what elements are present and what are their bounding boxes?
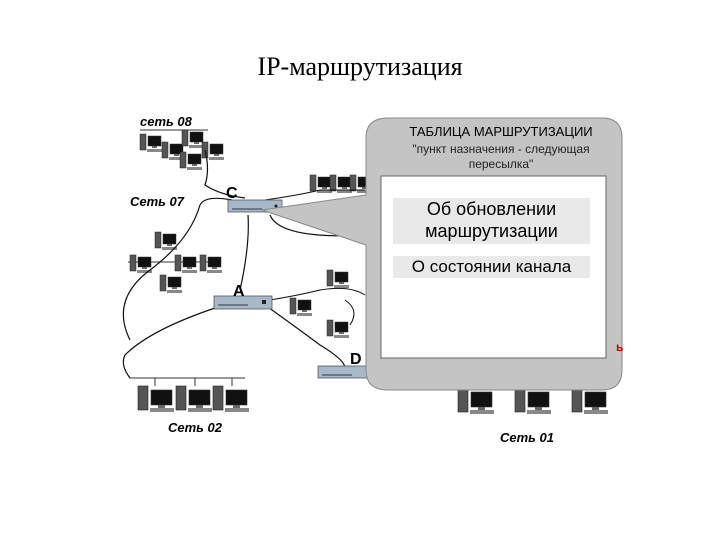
router-d	[317, 365, 373, 379]
partial-label: ь	[616, 340, 624, 354]
routing-table-title: ТАБЛИЦА МАРШРУТИЗАЦИИ	[409, 124, 593, 139]
routing-table-subtitle-line1: "пункт назначения - следующая	[412, 142, 590, 156]
routing-table-subtitle-line2: пересылка"	[468, 157, 534, 171]
network-07-segment	[122, 197, 233, 341]
router-a-label: A	[233, 283, 245, 300]
net-01-label: Сеть 01	[500, 430, 554, 445]
router-a	[213, 295, 273, 310]
routing-update-line2: маршрутизации	[425, 221, 558, 241]
net-07-label: Сеть 07	[130, 194, 185, 209]
page-title: IP-маршрутизация	[257, 52, 463, 81]
middle-cluster	[264, 174, 373, 339]
routing-update-box: Об обновлении маршрутизации	[393, 198, 590, 244]
net-08-label: сеть 08	[140, 114, 193, 129]
link-state-box: О состоянии канала	[393, 256, 590, 278]
routing-table-subtitle: "пункт назначения - следующая пересылка"	[390, 142, 612, 172]
net-02-label: Сеть 02	[168, 420, 223, 435]
router-c-label: C	[226, 185, 238, 202]
routing-update-line1: Об обновлении	[426, 199, 557, 219]
network-02-segment	[122, 307, 250, 413]
network-08-segment	[139, 129, 246, 199]
router-d-label: D	[350, 351, 362, 368]
